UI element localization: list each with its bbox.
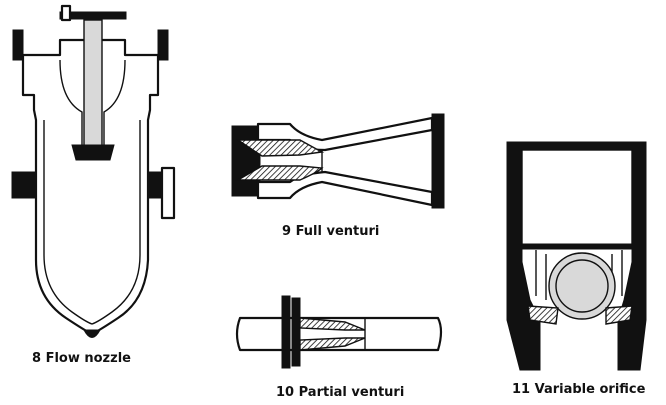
orifice-ball: [548, 252, 616, 320]
orifice-upper-chamber: [521, 149, 633, 246]
venturi-inlet-flange: [231, 125, 261, 197]
caption-variable-orifice: 11 Variable orifice: [512, 382, 646, 397]
flow-nozzle-diagram: [11, 4, 176, 338]
full-venturi-diagram: [231, 113, 445, 209]
caption-full-venturi: 9 Full venturi: [282, 224, 379, 239]
pipe-flange-left: [281, 295, 291, 369]
right-top-flange: [157, 29, 169, 61]
venturi-throat-nozzle: [235, 139, 325, 157]
left-side-flange: [11, 171, 37, 199]
caption-partial-venturi: 10 Partial venturi: [276, 385, 404, 400]
side-bolt: [160, 166, 176, 220]
venturi-outlet-flange: [431, 113, 445, 209]
partial-venturi-diagram: [235, 295, 443, 369]
orifice-top-band: [506, 141, 647, 151]
orifice-left-wall: [506, 141, 541, 371]
orifice-ball-rim: [555, 259, 609, 313]
partial-venturi-insert: [299, 317, 366, 331]
pipe-flange-right: [291, 297, 301, 367]
nozzle-neck: [59, 59, 126, 150]
partial-venturi-insert-lower: [299, 337, 366, 351]
venturi-throat-nozzle-lower: [235, 165, 324, 181]
top-bolt: [60, 4, 72, 22]
vessel-inner-wall: [43, 120, 141, 325]
caption-flow-nozzle: 8 Flow nozzle: [32, 351, 131, 366]
nozzle-stem: [83, 19, 103, 149]
left-top-flange: [12, 29, 24, 61]
variable-orifice-diagram: [506, 141, 647, 371]
orifice-seat-left: [527, 305, 559, 325]
top-cover-plate: [59, 11, 127, 20]
orifice-seat-right: [605, 305, 633, 325]
nozzle-tip: [71, 144, 115, 161]
drain-bulb: [83, 329, 101, 338]
orifice-divider: [521, 243, 633, 250]
